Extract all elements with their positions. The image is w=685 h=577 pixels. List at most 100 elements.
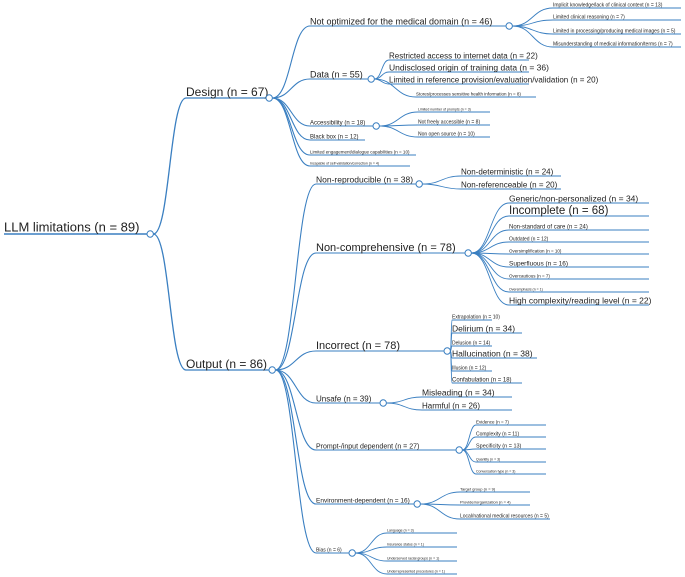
branch-d2-2 xyxy=(379,125,419,138)
category-toggle-o[interactable] xyxy=(268,366,276,374)
branch-d5 xyxy=(272,97,311,167)
leaf-node-o1-4-label: Oversimplification (n = 10) xyxy=(509,249,562,254)
leaf-node-o1-2-label: Non-standard of care (n = 24) xyxy=(509,225,588,231)
leaf-node-o0-0-label: Non-deterministic (n = 24) xyxy=(461,168,554,177)
category-toggle-d[interactable] xyxy=(265,94,273,102)
subcategory-toggle-o0[interactable] xyxy=(415,180,423,188)
subcategory-node-o3-label: Unsafe (n = 39) xyxy=(316,395,372,404)
branch-d0-3 xyxy=(512,25,554,48)
branch-o3-0 xyxy=(386,396,423,404)
branch-o4 xyxy=(275,369,317,451)
subcategory-node-o4-label: Prompt-/input dependent (n = 27) xyxy=(316,444,419,451)
branch-d2 xyxy=(272,97,311,127)
leaf-node-d2-1-label: Not freely accessible (n = 8) xyxy=(418,120,480,126)
branch-o1-6 xyxy=(471,252,510,280)
leaf-node-o1-7-label: Overemphasis (n = 1) xyxy=(509,288,543,292)
leaf-node-o2-3-label: Hallucination (n = 38) xyxy=(452,348,533,358)
leaf-node-d1-1-label: Undisclosed origin of training data (n =… xyxy=(389,62,549,72)
leaf-node-d0-2-label: Limited in processing/producing medical … xyxy=(553,29,676,35)
leaf-node-d1-0-label: Restricted access to internet data (n = … xyxy=(389,52,538,61)
branch-o1-1 xyxy=(471,215,510,254)
branch-connectors xyxy=(4,7,681,575)
branch-o0-1 xyxy=(422,183,462,190)
leaf-node-o1-0-label: Generic/non-personalized (n = 34) xyxy=(509,193,638,203)
leaf-node-o4-2-label: Specificity (n = 13) xyxy=(476,444,522,450)
branch-o1-8 xyxy=(471,252,510,306)
branch-o1-2 xyxy=(471,229,510,254)
branch-o0 xyxy=(275,183,317,371)
leaf-node-o2-2-label: Delusion (n = 14) xyxy=(452,341,491,347)
branch-o3-1 xyxy=(386,402,423,411)
subcategory-node-d4-label: Limited engagement/dialogue capabilities… xyxy=(310,150,410,155)
subcategory-node-o5-label: Environment-dependent (n = 16) xyxy=(316,498,410,505)
branch-o0-0 xyxy=(422,175,462,185)
mind-map-nodes: LLM limitations (n = 89) Design (n = 67) N… xyxy=(4,3,676,574)
leaf-node-o4-4-label: Conversation type (n = 3) xyxy=(476,470,515,474)
root-collapse-toggle[interactable] xyxy=(146,230,154,238)
branch-o5-0 xyxy=(420,491,461,505)
leaf-node-d2-2-label: Non open source (n = 10) xyxy=(418,132,475,138)
leaf-node-o2-0-label: Extrapolation (n = 10) xyxy=(452,315,500,321)
subcategory-node-d5-label: Incapable of self-validation/correction … xyxy=(310,162,379,166)
branch-o5-2 xyxy=(420,503,461,520)
subcategory-node-d3-label: Black box (n = 12) xyxy=(310,135,359,141)
branch-o5 xyxy=(275,369,317,505)
leaf-node-o2-4-label: Illusion (n = 12) xyxy=(452,366,487,372)
branch-o4-3 xyxy=(462,449,477,463)
subcategory-toggle-o2[interactable] xyxy=(443,347,451,355)
leaf-node-d2-0-label: Limited number of prompts (n = 3) xyxy=(418,108,471,112)
subcategory-node-o6-label: Bias (n = 6) xyxy=(316,548,342,554)
leaf-node-o6-1-label: Insurance status (n = 1) xyxy=(387,543,424,547)
branch-o1-0 xyxy=(471,202,510,254)
root-node-label: LLM limitations (n = 89) xyxy=(4,220,139,235)
branch-o2 xyxy=(275,350,317,371)
subcategory-node-d0-label: Not optimized for the medical domain (n … xyxy=(310,16,492,26)
subcategory-node-o0-label: Non-reproducible (n = 38) xyxy=(316,174,413,184)
leaf-node-d0-3-label: Misunderstanding of medical information/… xyxy=(553,42,673,48)
leaf-node-o6-0-label: Language (n = 3) xyxy=(387,529,414,533)
subcategory-toggle-d0[interactable] xyxy=(505,22,513,30)
branch-d0 xyxy=(272,25,311,99)
branch-d xyxy=(153,97,187,235)
leaf-node-o4-1-label: Complexity (n = 11) xyxy=(476,432,519,438)
subcategory-toggle-o6[interactable] xyxy=(348,549,356,557)
leaf-node-o4-3-label: Quantity (n = 3) xyxy=(476,458,500,462)
leaf-node-o1-8-label: High complexity/reading level (n = 22) xyxy=(509,295,652,305)
leaf-node-o1-1-label: Incomplete (n = 68) xyxy=(509,205,609,217)
branch-o4-4 xyxy=(462,449,477,475)
branch-d1 xyxy=(272,78,311,99)
leaf-node-o1-5-label: Superfluous (n = 16) xyxy=(509,261,568,268)
leaf-node-d0-0-label: Implicit knowledge/lack of clinical cont… xyxy=(553,3,663,9)
subcategory-toggle-o1[interactable] xyxy=(464,249,472,257)
subcategory-toggle-d2[interactable] xyxy=(372,122,380,130)
leaf-node-o6-2-label: Underserved racial groups (n = 1) xyxy=(387,557,439,561)
branch-d4 xyxy=(272,97,311,156)
branch-o3 xyxy=(275,369,317,404)
leaf-node-o3-0-label: Misleading (n = 34) xyxy=(422,387,495,397)
leaf-node-o0-1-label: Non-referenceable (n = 20) xyxy=(461,181,558,190)
leaf-node-o3-1-label: Harmful (n = 26) xyxy=(422,402,480,411)
subcategory-toggle-d1[interactable] xyxy=(367,75,375,83)
leaf-node-o2-1-label: Delirium (n = 34) xyxy=(452,323,515,333)
leaf-node-o5-2-label: Local/national medical resources (n = 5) xyxy=(460,514,549,520)
leaf-node-d0-1-label: Limited clinical reasoning (n = 7) xyxy=(553,15,625,21)
leaf-node-o4-0-label: Evidence (n = 7) xyxy=(476,420,509,425)
subcategory-node-d1-label: Data (n = 55) xyxy=(310,69,363,79)
subcategory-toggle-o3[interactable] xyxy=(379,399,387,407)
subcategory-toggle-o4[interactable] xyxy=(455,446,463,454)
leaf-node-o6-3-label: Underrepresented procedures (n = 1) xyxy=(387,570,445,574)
leaf-node-d1-3-label: Stores/processes sensitive health inform… xyxy=(416,92,521,97)
subcategory-node-o1-label: Non-comprehensive (n = 78) xyxy=(316,242,456,254)
category-node-d-label: Design (n = 67) xyxy=(186,85,268,99)
subcategory-node-d2-label: Accessibility (n = 18) xyxy=(310,121,365,127)
branch-o1-7 xyxy=(471,252,510,293)
branch-o6 xyxy=(275,369,317,554)
leaf-node-o5-1-label: Provider/organization (n = 4) xyxy=(460,500,511,505)
leaf-node-o1-3-label: Outdated (n = 12) xyxy=(509,237,549,243)
leaf-node-o5-0-label: Target group (n = 9) xyxy=(460,487,496,492)
branch-d1-3 xyxy=(374,78,417,98)
subcategory-node-o2-label: Incorrect (n = 78) xyxy=(316,340,400,352)
subcategory-toggle-o5[interactable] xyxy=(413,500,421,508)
branch-o1 xyxy=(275,252,317,371)
